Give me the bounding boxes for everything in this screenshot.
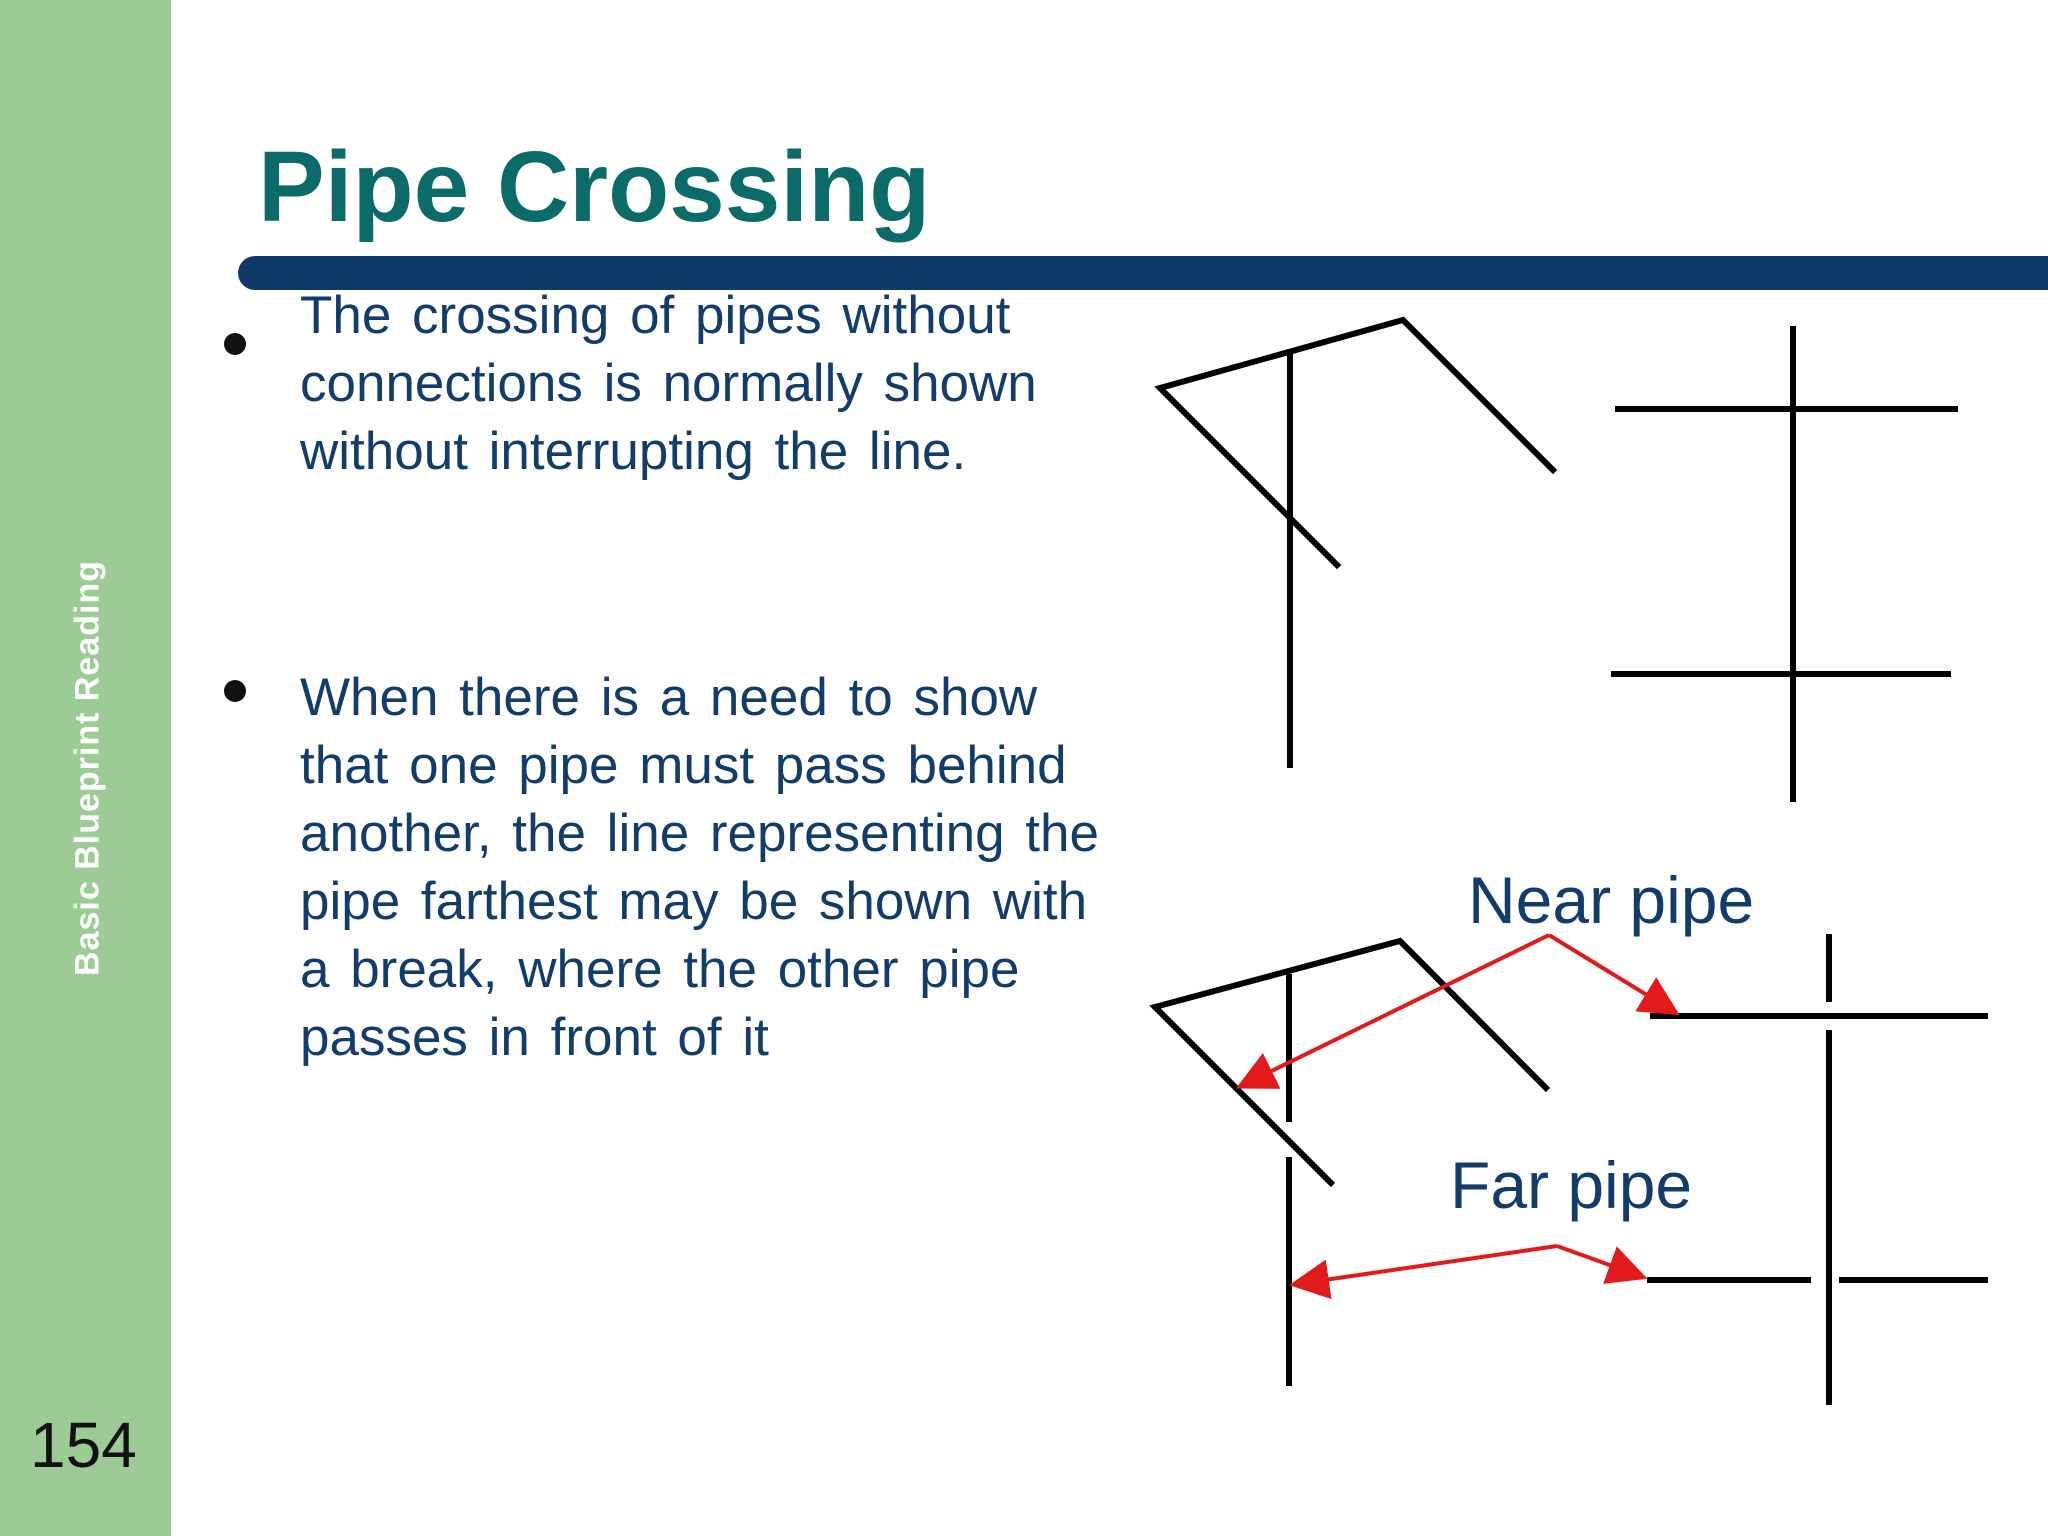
bullet-text-1: The crossing of pipes without connection… (300, 286, 1037, 481)
continuous-angled-crossing (1154, 316, 1558, 768)
near-pipe-arrow-right (1547, 933, 1680, 1016)
page-number: 154 (30, 1409, 137, 1481)
bullet-marker-1 (224, 333, 246, 355)
sidebar: Basic Blueprint Reading 154 (0, 0, 171, 1536)
far-pipe-label: Far pipe (1450, 1148, 1693, 1222)
broken-straight-crossing (1647, 934, 1988, 1405)
near-pipe-label: Near pipe (1468, 863, 1755, 937)
angled-pipe (1154, 316, 1558, 570)
continuous-straight-crossing (1611, 326, 1958, 802)
title-underline (238, 256, 2048, 290)
slide-title: Pipe Crossing (258, 131, 931, 243)
bullet-marker-2 (224, 680, 246, 702)
near-angled-pipe (1149, 937, 1551, 1188)
callout-arrows (1235, 933, 1680, 1300)
bullet-text-2: When there is a need to show that one pi… (300, 668, 1099, 1067)
near-pipe-arrow-left (1235, 933, 1550, 1089)
far-pipe-arrow-right (1556, 1244, 1648, 1284)
far-pipe-arrow-left (1289, 1244, 1558, 1300)
broken-angled-crossing (1149, 937, 1551, 1386)
